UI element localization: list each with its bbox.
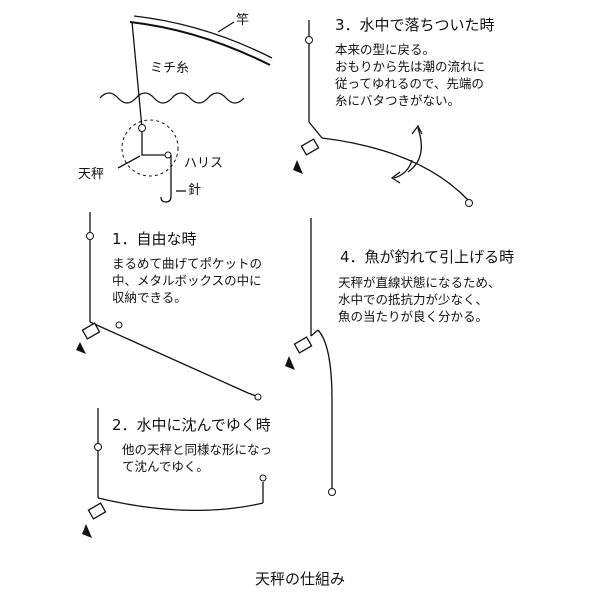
main-line — [131, 21, 143, 129]
p4-end-ring — [328, 488, 336, 496]
p1-end-ring — [254, 393, 262, 401]
p3-arm-bend — [308, 121, 323, 139]
p3-sinker — [293, 160, 303, 174]
rod-label: 竿 — [236, 12, 249, 28]
p2-end-ring — [259, 474, 267, 482]
p4-arm-bend — [310, 329, 319, 337]
fishing-rod-edge — [133, 15, 273, 59]
panel-4-line-2: 水中での抵抗力が少なく、 — [338, 292, 488, 307]
p1-swivel — [86, 232, 94, 240]
panel-1-title: 1．自由な時 — [112, 230, 197, 248]
panel-1-line-1: まるめて曲げてポケットの — [112, 256, 262, 271]
p3-arm-curve — [321, 137, 469, 201]
p2-swivel — [94, 443, 102, 451]
p1-arm-joint — [115, 321, 123, 329]
focus-circle — [121, 119, 179, 177]
tenbin-label-leader — [117, 155, 141, 169]
p3-sway-arrowhead-up — [411, 124, 423, 135]
rod-label-leader — [217, 21, 235, 33]
panel-1-line-2: 中、メタルボックスの中に — [112, 273, 262, 288]
panel-3-line-3: 従ってゆれるので、先端の — [335, 76, 484, 91]
p1-harisu — [247, 392, 257, 397]
fishing-rod — [129, 21, 271, 66]
p3-end-ring — [465, 199, 473, 207]
water-surface — [99, 92, 245, 104]
p1-weight — [81, 322, 101, 340]
arm-end — [164, 151, 172, 159]
overview-figure: 竿 ミチ糸 天秤 ハリス 針 — [78, 12, 273, 203]
panel-3-line-4: 糸にバタつきがない。 — [335, 93, 460, 108]
hook — [160, 180, 172, 203]
p1-arm-long — [89, 321, 249, 394]
p3-weight — [300, 138, 320, 156]
p3-swivel — [305, 36, 313, 44]
panel-3-figure — [293, 20, 473, 207]
p4-arm-down — [317, 329, 333, 488]
panel-2-line-1: 他の天秤と同様な形になっ — [122, 442, 272, 457]
p4-weight — [293, 336, 313, 354]
main-line-label: ミチ糸 — [150, 61, 189, 76]
tenbin-arm — [141, 131, 165, 156]
p3-sway-arrow-down — [393, 159, 413, 179]
swivel — [138, 124, 146, 132]
tenbin-label: 天秤 — [78, 167, 104, 182]
p2-arm-curve — [97, 497, 264, 512]
panel-2-figure — [82, 408, 267, 538]
panel-3-line-2: おもりから先は潮の流れに — [335, 59, 485, 74]
panel-2-line-2: て沈んでゆく。 — [122, 459, 209, 474]
panel-4-line-1: 天秤が直線状態になるため、 — [338, 275, 501, 290]
p1-sinker — [76, 342, 86, 354]
p2-sinker — [82, 524, 92, 538]
p4-sinker — [285, 356, 295, 370]
p2-weight — [87, 502, 107, 520]
panel-1-line-3: 収納できる。 — [112, 290, 187, 305]
p3-sway-arrow-up — [407, 127, 422, 173]
panel-2-title: 2．水中に沈んでゆく時 — [112, 416, 271, 434]
harisu-label: ハリス — [184, 156, 223, 171]
panel-1-figure — [76, 212, 262, 401]
panel-4-figure — [285, 218, 336, 496]
panel-4-line-3: 魚の当たりが良く分かる。 — [338, 309, 488, 324]
hook-label: 針 — [188, 183, 201, 198]
panel-3-line-1: 本来の型に戻る。 — [335, 42, 435, 57]
p3-sway-arrowhead-down — [390, 171, 401, 184]
panel-4-title: 4．魚が釣れて引上げる時 — [340, 248, 514, 266]
figure-caption: 天秤の仕組み — [255, 570, 345, 588]
panel-3-title: 3．水中で落ちついた時 — [335, 16, 495, 34]
